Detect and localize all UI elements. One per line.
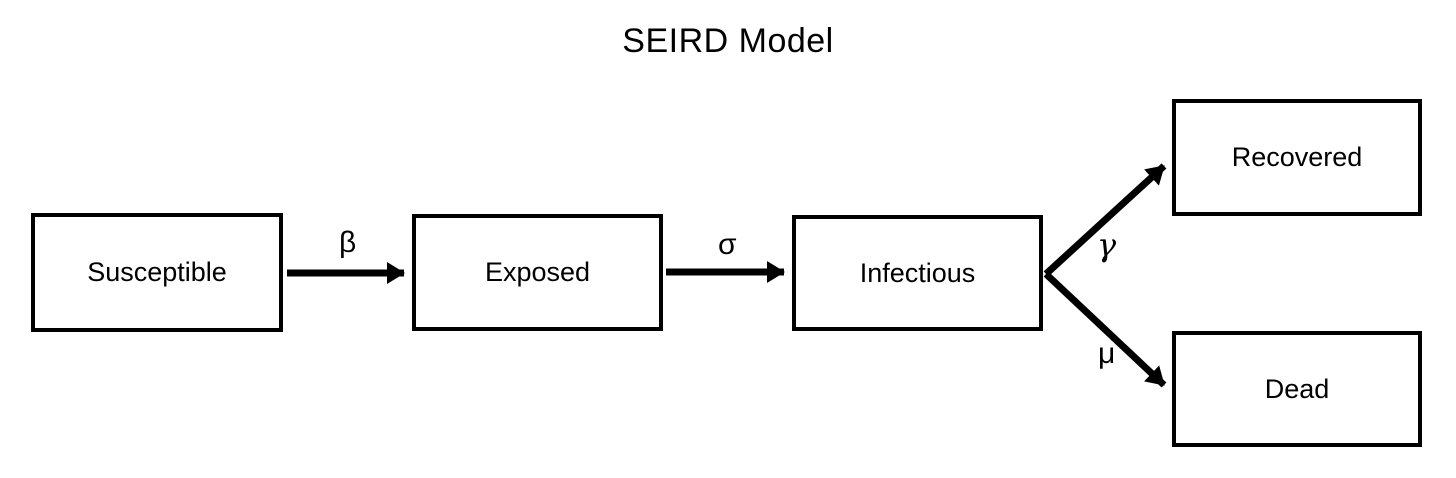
arrow-mu <box>1043 271 1167 388</box>
node-susceptible: Susceptible <box>31 213 283 332</box>
node-dead-label: Dead <box>1264 373 1330 404</box>
arrow-gamma <box>1043 163 1167 277</box>
node-infectious: Infectious <box>792 215 1043 331</box>
diagram-title: SEIRD Model <box>622 22 834 60</box>
node-dead: Dead <box>1172 331 1422 447</box>
edge-label-mu: μ <box>1098 337 1116 370</box>
node-infectious-label: Infectious <box>859 257 976 288</box>
edge-label-sigma: σ <box>718 228 737 261</box>
edge-label-beta: β <box>339 226 357 259</box>
node-exposed: Exposed <box>412 214 663 331</box>
edge-label-gamma: γ <box>1097 226 1117 264</box>
node-recovered-label: Recovered <box>1231 142 1363 172</box>
node-recovered: Recovered <box>1172 99 1422 216</box>
node-susceptible-label: Susceptible <box>87 257 227 287</box>
node-exposed-label: Exposed <box>484 257 591 287</box>
